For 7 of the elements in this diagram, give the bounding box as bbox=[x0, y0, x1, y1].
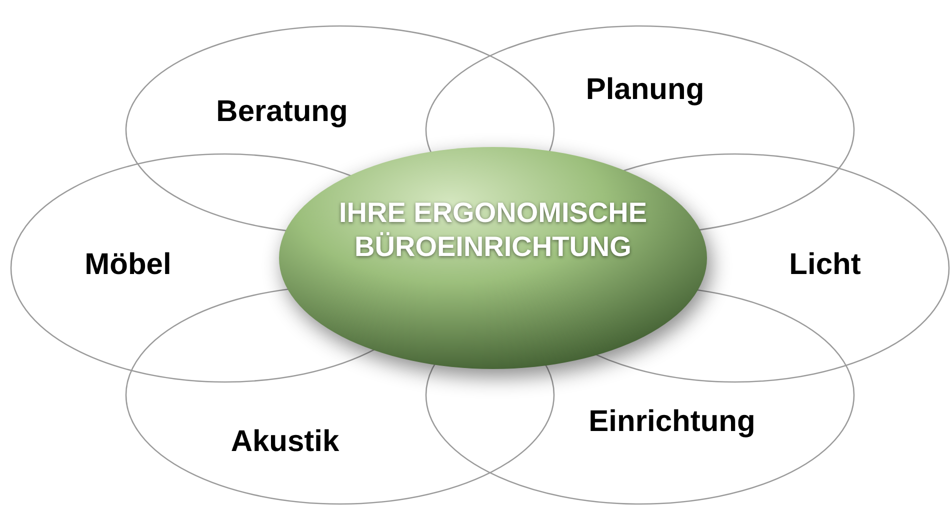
petal-label: Möbel bbox=[84, 248, 172, 282]
petal-label: Akustik bbox=[230, 425, 340, 459]
petal-label: Licht bbox=[789, 248, 861, 282]
center-title: IHRE ERGONOMISCHE BÜROEINRICHTUNG bbox=[338, 196, 648, 264]
petal-label: Einrichtung bbox=[588, 405, 756, 439]
petal-label: Planung bbox=[586, 73, 704, 107]
petal-label: Beratung bbox=[216, 95, 348, 129]
